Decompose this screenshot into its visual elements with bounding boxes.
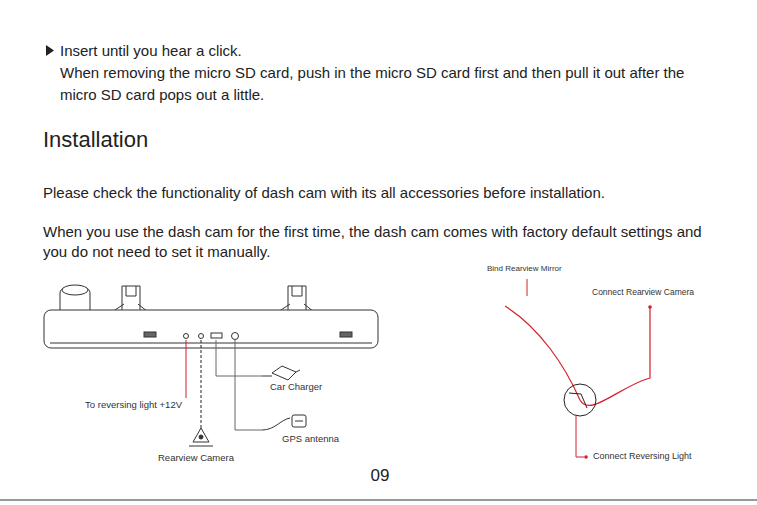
gps-wire (235, 340, 262, 430)
charger-body (272, 366, 296, 380)
part-label: GPS antenna (282, 433, 339, 444)
camera-base (189, 446, 213, 447)
callout-label: Connect Rearview Camera (592, 287, 694, 297)
mount-clamp (122, 286, 140, 313)
part-label: To reversing light +12V (85, 399, 182, 410)
gps-cable (262, 418, 290, 430)
gps-antenna-icon (262, 415, 306, 430)
callout-label: Bind Rearview Mirror (487, 264, 562, 274)
gps-line (295, 421, 303, 422)
section-heading: Installation (43, 127, 148, 153)
camera-housing (193, 428, 209, 442)
mirror-body (44, 310, 378, 348)
camera-dot (199, 435, 203, 439)
port (232, 333, 239, 340)
port (184, 334, 189, 339)
mirror-edge (50, 343, 372, 344)
part-label: Car Charger (270, 381, 322, 392)
reversing-wire (186, 340, 187, 398)
page-number: 09 (371, 466, 390, 486)
charger-cable (262, 376, 272, 377)
car-charger-icon (262, 366, 300, 380)
body-text: Please check the functionality of dash c… (43, 183, 605, 203)
leader-dot (648, 305, 652, 309)
charger-tip (296, 370, 300, 372)
mount-clamp (288, 286, 306, 313)
leader-line (576, 416, 584, 457)
dash-cam-mirror (44, 285, 378, 348)
instruction: When removing the micro SD card, push in… (60, 62, 715, 106)
red-cable (505, 306, 650, 405)
port (199, 334, 204, 339)
gps-box (292, 415, 306, 427)
camera-lens (62, 285, 88, 295)
body-text: When you use the dash cam for the first … (43, 222, 723, 262)
page-rule (0, 500, 757, 501)
leader-line (527, 279, 528, 296)
callout-label: Connect Reversing Light (593, 451, 692, 462)
connector-bend (569, 393, 587, 408)
part-label: Rearview Camera (158, 452, 234, 463)
bullet-triangle (46, 45, 54, 56)
camera-wire (201, 340, 202, 428)
usb-port (211, 333, 222, 338)
side-slot (340, 332, 352, 337)
connector-circle (564, 384, 596, 416)
side-slot (144, 332, 156, 337)
charger-wire (216, 340, 262, 376)
instruction: Insert until you hear a click. (60, 41, 242, 61)
wiring-sketch (505, 279, 652, 459)
rearview-camera-icon (189, 428, 213, 446)
leader-dot (584, 455, 588, 459)
